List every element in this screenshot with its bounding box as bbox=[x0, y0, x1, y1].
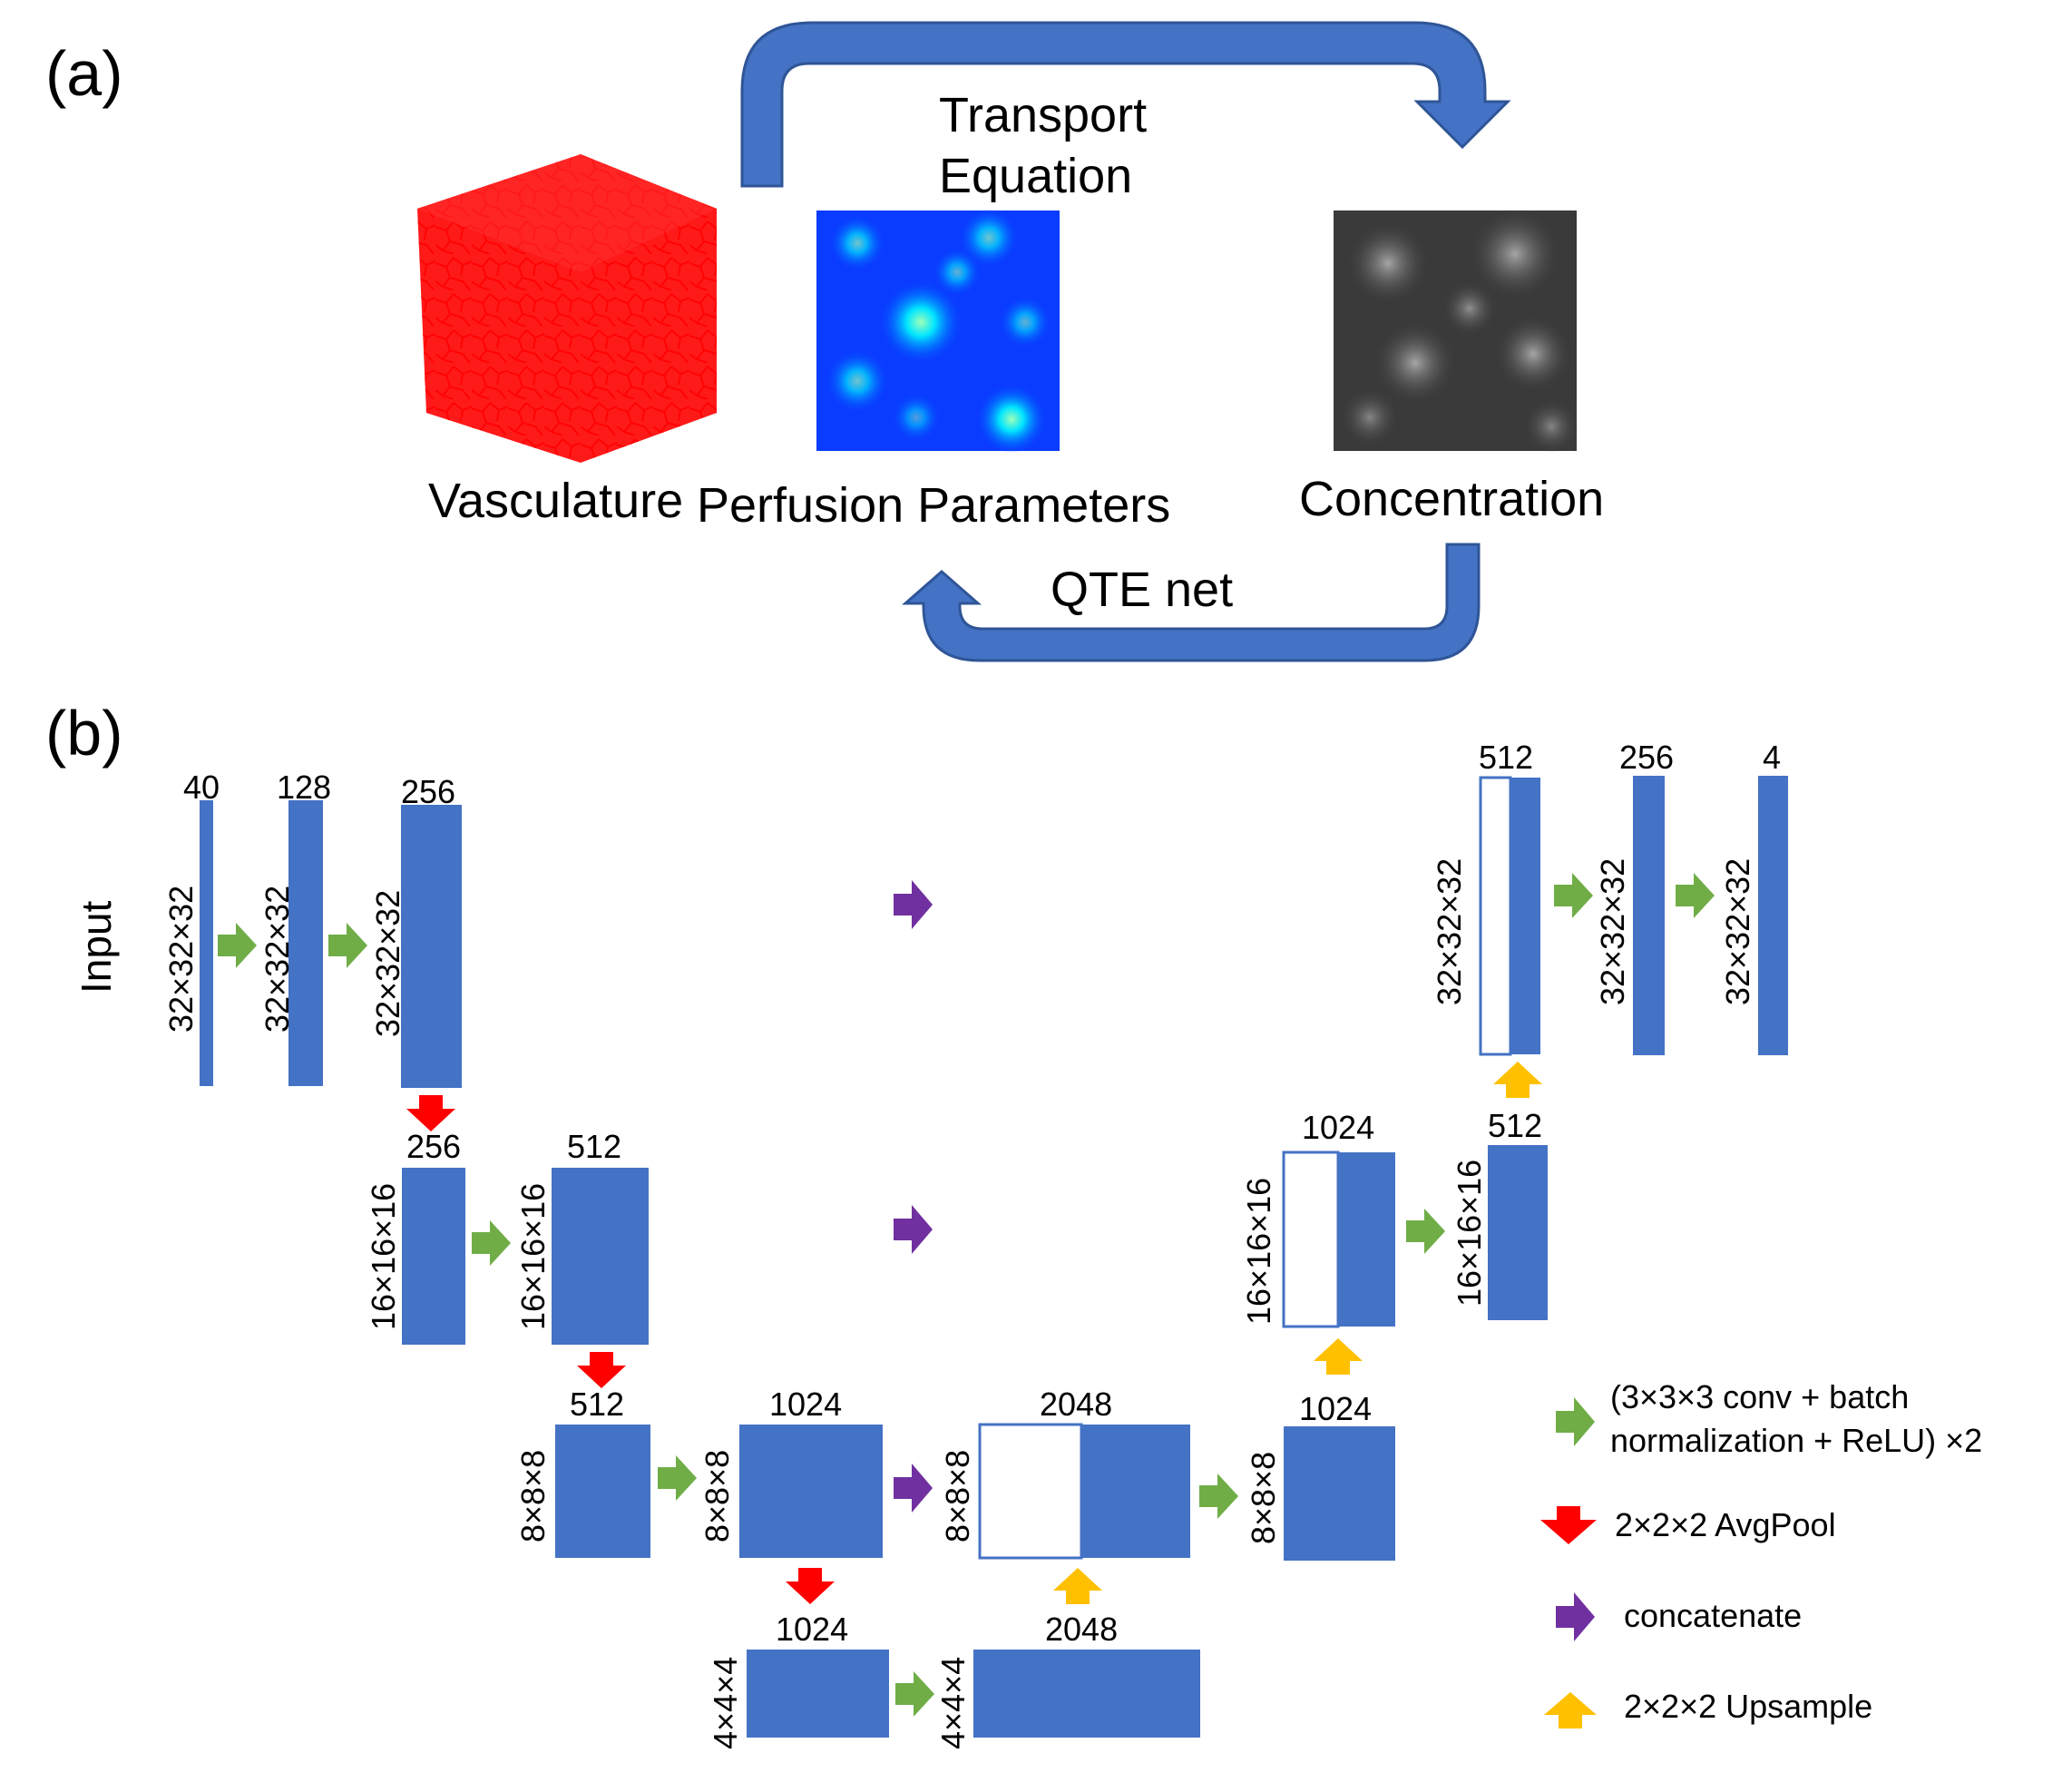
dim-label-t3: 32×32×32 bbox=[1719, 858, 1756, 1005]
channel-label-1024-b: 1024 bbox=[776, 1611, 848, 1648]
channel-label-512-d: 512 bbox=[1488, 1107, 1542, 1144]
layer-block-256-e bbox=[1633, 776, 1665, 1055]
concentration-map-image bbox=[1334, 209, 1578, 454]
channel-label-512-e: 512 bbox=[1479, 739, 1533, 776]
conv-arrow bbox=[1676, 873, 1715, 918]
concat-block-skip bbox=[1479, 776, 1512, 1056]
dim-label-b1: 4×4×4 bbox=[707, 1657, 744, 1749]
channel-label-256-b: 256 bbox=[406, 1128, 461, 1165]
vasculature-label: Vasculature bbox=[428, 474, 683, 528]
dim-label-d1: 8×8×8 bbox=[514, 1450, 552, 1542]
forward-label-line1: Transport bbox=[939, 88, 1147, 142]
perfusion-map-image bbox=[816, 209, 1060, 454]
dim-label-l3: 32×32×32 bbox=[369, 890, 406, 1037]
concat-block-skip bbox=[978, 1423, 1083, 1560]
forward-arrow bbox=[740, 21, 1511, 188]
dim-label-u2: 8×8×8 bbox=[1245, 1452, 1282, 1544]
pool-arrow bbox=[577, 1352, 626, 1388]
dim-label-m1: 16×16×16 bbox=[365, 1183, 402, 1330]
dim-label-m2: 16×16×16 bbox=[514, 1183, 552, 1330]
dim-label-d2: 8×8×8 bbox=[699, 1450, 736, 1542]
channel-label-2048-b: 2048 bbox=[1040, 1386, 1112, 1423]
concat-arrow bbox=[894, 1205, 933, 1254]
channel-label-128: 128 bbox=[277, 769, 331, 806]
concat-block-skip bbox=[1282, 1151, 1340, 1328]
channel-label-256: 256 bbox=[401, 773, 455, 810]
layer-block-512-d bbox=[1488, 1145, 1548, 1320]
conv-arrow bbox=[1199, 1474, 1238, 1519]
conv-arrow bbox=[218, 923, 257, 968]
dim-label-t1: 32×32×32 bbox=[1431, 858, 1468, 1005]
dim-label-t2: 32×32×32 bbox=[1594, 858, 1631, 1005]
layer-block-1024-c bbox=[1284, 1426, 1395, 1561]
channel-label-4: 4 bbox=[1763, 739, 1781, 776]
legend-pool-text: 2×2×2 AvgPool bbox=[1615, 1506, 1836, 1543]
dim-label-l1: 32×32×32 bbox=[162, 886, 200, 1033]
dim-label-l2: 32×32×32 bbox=[259, 886, 296, 1033]
upsample-arrow bbox=[1314, 1338, 1363, 1375]
concat-arrow bbox=[894, 1464, 933, 1513]
conv-arrow bbox=[658, 1455, 697, 1501]
inverse-arrow bbox=[902, 543, 1481, 662]
layer-block-128 bbox=[288, 800, 323, 1086]
pool-arrow bbox=[786, 1568, 835, 1604]
dim-label-b2: 4×4×4 bbox=[934, 1657, 972, 1749]
legend-upsample-text: 2×2×2 Upsample bbox=[1624, 1688, 1872, 1725]
channel-label-512-c: 512 bbox=[570, 1386, 624, 1423]
layer-block-2048 bbox=[973, 1650, 1200, 1738]
inverse-label: QTE net bbox=[1051, 563, 1233, 617]
layer-block-1024 bbox=[739, 1425, 883, 1558]
layer-block-1024-b bbox=[747, 1650, 889, 1738]
dim-label-v2: 16×16×16 bbox=[1451, 1160, 1488, 1307]
input-label: Input bbox=[73, 900, 120, 994]
legend-conv-line1: (3×3×3 conv + batch bbox=[1610, 1378, 1909, 1415]
channel-label-512: 512 bbox=[567, 1128, 621, 1165]
concat-arrow bbox=[894, 880, 933, 929]
concentration-label: Concentration bbox=[1299, 472, 1604, 526]
dim-label-v1: 16×16×16 bbox=[1240, 1178, 1277, 1325]
channel-label-40: 40 bbox=[183, 769, 220, 806]
channel-label-1024-d: 1024 bbox=[1302, 1109, 1374, 1146]
forward-label-line2: Equation bbox=[939, 149, 1132, 203]
layer-block-512 bbox=[552, 1168, 649, 1345]
conv-arrow bbox=[1554, 873, 1593, 918]
layer-block-4 bbox=[1758, 776, 1788, 1055]
legend: (3×3×3 conv + batch normalization + ReLU… bbox=[1540, 1378, 1982, 1728]
conv-arrow bbox=[472, 1220, 511, 1266]
legend-conv-icon bbox=[1556, 1397, 1595, 1446]
channel-label-1024: 1024 bbox=[769, 1386, 842, 1423]
layer-block-256 bbox=[401, 805, 462, 1088]
layer-block-512-c bbox=[555, 1425, 650, 1558]
layer-block-2048-b bbox=[1081, 1425, 1190, 1558]
perfusion-label: Perfusion Parameters bbox=[697, 478, 1170, 533]
conv-arrow bbox=[1406, 1209, 1445, 1254]
legend-concat-text: concatenate bbox=[1624, 1597, 1802, 1634]
legend-pool-icon bbox=[1540, 1506, 1597, 1544]
layer-block-40 bbox=[200, 800, 213, 1086]
channel-label-1024-c: 1024 bbox=[1299, 1390, 1372, 1427]
legend-conv-line2: normalization + ReLU) ×2 bbox=[1610, 1422, 1982, 1459]
upsample-arrow bbox=[1493, 1062, 1542, 1098]
layer-block-512-e bbox=[1510, 778, 1540, 1054]
legend-upsample-icon bbox=[1544, 1692, 1597, 1728]
panel-a-label: (a) bbox=[45, 38, 123, 109]
layer-block-1024-d bbox=[1338, 1152, 1395, 1327]
channel-label-2048: 2048 bbox=[1045, 1611, 1118, 1648]
layer-block-256-b bbox=[402, 1168, 465, 1345]
conv-arrow bbox=[895, 1671, 934, 1717]
dim-label-u1: 8×8×8 bbox=[939, 1450, 976, 1542]
legend-concat-icon bbox=[1556, 1592, 1595, 1641]
conv-arrow bbox=[328, 923, 367, 968]
panel-b-label: (b) bbox=[45, 698, 123, 769]
pool-arrow bbox=[406, 1095, 455, 1131]
vasculature-image bbox=[417, 154, 717, 463]
upsample-arrow bbox=[1053, 1568, 1102, 1604]
channel-label-256-e: 256 bbox=[1619, 739, 1674, 776]
